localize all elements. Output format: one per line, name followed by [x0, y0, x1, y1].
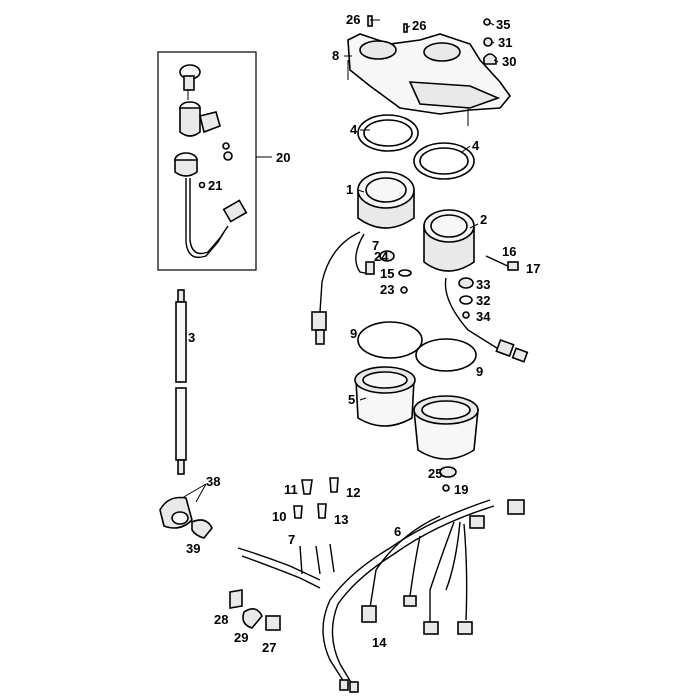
- gasket-25-19: [439, 466, 457, 492]
- seal-rings: [357, 114, 475, 180]
- instrument-housing: [347, 33, 512, 126]
- callout-3: 3: [188, 330, 195, 345]
- callout-30: 30: [502, 54, 516, 69]
- callout-33: 33: [476, 277, 490, 292]
- callout-31: 31: [498, 35, 512, 50]
- callout-14: 14: [372, 635, 387, 650]
- drive-cable: [175, 289, 187, 475]
- callout-6: 6: [394, 524, 401, 539]
- gauge-glasses: [357, 321, 477, 372]
- callout-9b: 9: [476, 364, 483, 379]
- callout-32: 32: [476, 293, 490, 308]
- callout-23: 23: [380, 282, 394, 297]
- ignition-lock: [179, 101, 221, 137]
- callout-5: 5: [348, 392, 355, 407]
- grommets-left: [379, 250, 412, 294]
- callout-13: 13: [334, 512, 348, 527]
- callout-10: 10: [272, 509, 286, 524]
- callout-labels: 1 2 3 4 4 5 6 7 7 8 9 9 10 11 12 13 14 1…: [186, 12, 540, 655]
- callout-29: 29: [234, 630, 248, 645]
- callout-21: 21: [208, 178, 222, 193]
- leader-lines: [344, 19, 499, 401]
- callout-26a: 26: [346, 12, 360, 27]
- callout-34: 34: [476, 309, 491, 324]
- grommets-right: [458, 277, 474, 319]
- callout-4a: 4: [350, 122, 358, 137]
- callout-19: 19: [454, 482, 468, 497]
- callout-25: 25: [428, 466, 442, 481]
- screw-21: [198, 181, 206, 189]
- gauge-cups: [354, 366, 479, 460]
- bracket-parts: [229, 589, 281, 631]
- callout-15: 15: [380, 266, 394, 281]
- callout-12: 12: [346, 485, 360, 500]
- speedometer: [311, 171, 415, 345]
- callout-24: 24: [374, 249, 389, 264]
- callout-2: 2: [480, 212, 487, 227]
- sensor-16-17: [485, 255, 519, 271]
- ignition-kit-frame: [157, 51, 257, 271]
- callout-39: 39: [186, 541, 200, 556]
- callout-38: 38: [206, 474, 220, 489]
- ignition-key: [179, 64, 201, 100]
- callout-35: 35: [496, 17, 510, 32]
- lock-screws: [222, 142, 233, 161]
- callout-9a: 9: [350, 326, 357, 341]
- callout-1: 1: [346, 182, 353, 197]
- handlebar-switch: [159, 496, 213, 539]
- wiring-harness: [237, 499, 525, 693]
- callout-16: 16: [502, 244, 516, 259]
- callout-7b: 7: [288, 532, 295, 547]
- callout-27: 27: [262, 640, 276, 655]
- callout-17: 17: [526, 261, 540, 276]
- callout-7a: 7: [372, 238, 379, 253]
- callout-8: 8: [332, 48, 339, 63]
- bulbs: [293, 477, 339, 519]
- callout-26b: 26: [412, 18, 426, 33]
- callout-4b: 4: [472, 138, 480, 153]
- callout-20: 20: [276, 150, 290, 165]
- callout-28: 28: [214, 612, 228, 627]
- ignition-switch-body: [174, 152, 248, 259]
- callout-11: 11: [284, 482, 298, 497]
